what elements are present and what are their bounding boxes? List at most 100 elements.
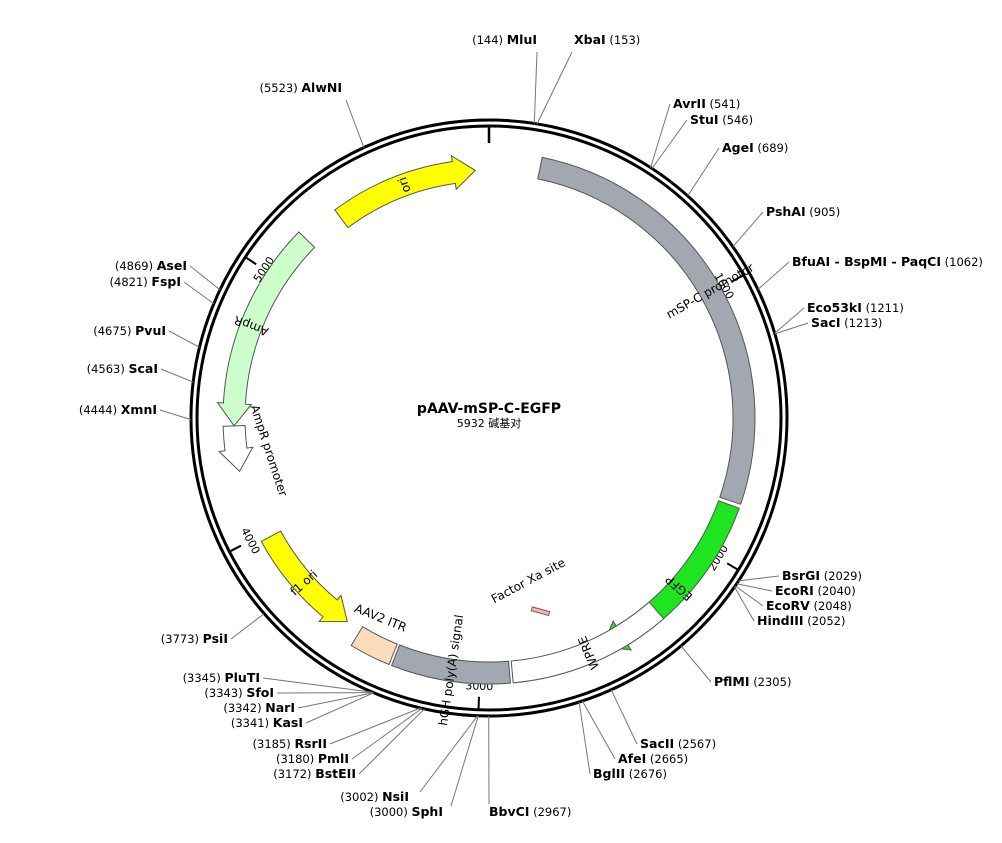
site-bglii[interactable]: BglII (2676) xyxy=(578,702,667,781)
site-name: SacII xyxy=(640,736,674,751)
feature-shape xyxy=(260,530,348,623)
feature-f1-ori: f1 ori xyxy=(260,530,348,623)
site-name: PmlI xyxy=(318,751,349,766)
site-psii[interactable]: (3773) PsiI xyxy=(161,613,265,646)
site-ecorv[interactable]: EcoRV (2048) xyxy=(734,585,852,613)
site-label: (3180) PmlI xyxy=(276,751,349,766)
tick-label: 4000 xyxy=(238,526,262,557)
site-leader-line xyxy=(774,307,805,334)
site-label: (5523) AlwNI xyxy=(259,80,342,95)
site-name: PshAI xyxy=(766,204,806,219)
site-leader-line xyxy=(732,211,764,248)
site-nsii[interactable]: (3002) NsiI xyxy=(340,715,478,804)
site-avrii[interactable]: AvrII (541) xyxy=(650,96,741,168)
site-stui[interactable]: StuI (546) xyxy=(651,112,753,169)
plasmid-size: 5932 碱基对 xyxy=(457,416,522,430)
site-leader-line xyxy=(305,692,374,724)
feature-shape xyxy=(390,644,511,685)
site-leader-line xyxy=(650,103,671,168)
site-position: (3773) xyxy=(161,632,199,646)
feature-shape xyxy=(350,626,398,666)
site-label: StuI (546) xyxy=(690,112,753,127)
site-leader-line xyxy=(160,368,194,383)
site-position: (3342) xyxy=(223,701,261,715)
site-leader-line xyxy=(610,689,638,745)
feature-shape xyxy=(334,154,477,229)
site-bbvci[interactable]: BbvCI (2967) xyxy=(488,715,572,819)
site-position: (144) xyxy=(472,33,503,47)
site-position: (2052) xyxy=(807,614,845,628)
site-xmni[interactable]: (4444) XmnI xyxy=(79,402,192,421)
site-leader-line xyxy=(687,147,720,197)
site-label: (3185) RsrII xyxy=(253,736,327,751)
site-name: PflMI xyxy=(714,674,750,689)
site-pmli[interactable]: (3180) PmlI xyxy=(276,707,423,766)
site-position: (3341) xyxy=(231,716,269,730)
site-leader-line xyxy=(351,707,423,760)
site-alwni[interactable]: (5523) AlwNI xyxy=(259,80,365,148)
site-position: (4675) xyxy=(93,324,131,338)
site-label: (4869) AseI xyxy=(115,258,187,273)
site-name: SphI xyxy=(411,804,443,819)
feature-shape xyxy=(217,424,254,473)
site-name: PsiI xyxy=(203,631,228,646)
site-position: (3172) xyxy=(273,767,311,781)
site-leader-line xyxy=(578,702,591,775)
site-name: AlwNI xyxy=(301,80,342,95)
site-asei[interactable]: (4869) AseI xyxy=(115,258,221,291)
site-kasi[interactable]: (3341) KasI xyxy=(231,692,374,730)
site-position: (3343) xyxy=(204,686,242,700)
site-label: (4675) PvuI xyxy=(93,323,166,338)
site-label: EcoRI (2040) xyxy=(775,583,856,598)
site-name: BglII xyxy=(593,766,625,781)
site-name: BfuAI - BspMI - PaqCI xyxy=(792,254,941,269)
site-fspi[interactable]: (4821) FspI xyxy=(110,274,215,305)
site-mlui[interactable]: (144) MluI xyxy=(472,32,538,124)
site-bsrgi[interactable]: BsrGI (2029) xyxy=(738,568,862,583)
site-position: (3180) xyxy=(276,752,314,766)
site-pshai[interactable]: PshAI (905) xyxy=(732,204,840,248)
site-label: BsrGI (2029) xyxy=(782,568,862,583)
site-saci[interactable]: SacI (1213) xyxy=(774,315,883,335)
site-sacii[interactable]: SacII (2567) xyxy=(610,689,716,751)
site-leader-line xyxy=(358,708,425,775)
site-hindiii[interactable]: HindIII (2052) xyxy=(734,586,846,628)
site-leader-line xyxy=(734,585,764,607)
site-name: XbaI xyxy=(574,32,606,47)
site-label: (3345) PluTI xyxy=(183,670,260,685)
site-label: Eco53kI (1211) xyxy=(807,300,904,315)
site-label: AfeI (2665) xyxy=(618,751,688,766)
site-name: KasI xyxy=(273,715,303,730)
site-leader-line xyxy=(329,707,421,745)
feature-wpre: WPRE xyxy=(510,601,665,684)
site-eco53ki[interactable]: Eco53kI (1211) xyxy=(774,300,904,334)
site-afei[interactable]: AfeI (2665) xyxy=(581,700,688,766)
site-sphi[interactable]: (3000) SphI xyxy=(370,715,479,819)
site-rsrii[interactable]: (3185) RsrII xyxy=(253,707,421,751)
site-name: Eco53kI xyxy=(807,300,862,315)
site-name: NsiI xyxy=(382,789,409,804)
site-pflmi[interactable]: PflMI (2305) xyxy=(680,645,791,689)
site-name: HindIII xyxy=(757,613,804,628)
site-nari[interactable]: (3342) NarI xyxy=(223,692,374,715)
site-leader-line xyxy=(774,322,809,335)
site-pvui[interactable]: (4675) PvuI xyxy=(93,323,200,348)
site-label: BbvCI (2967) xyxy=(489,804,571,819)
feature-shape xyxy=(537,156,756,505)
site-label: SacI (1213) xyxy=(811,315,882,330)
site-position: (905) xyxy=(809,205,840,219)
feature-ori: ori xyxy=(334,154,477,229)
site-bfuai-bspmi-paqci[interactable]: BfuAI - BspMI - PaqCI (1062) xyxy=(757,254,983,290)
site-label: (3342) NarI xyxy=(223,700,295,715)
site-label: (3773) PsiI xyxy=(161,631,228,646)
site-agei[interactable]: AgeI (689) xyxy=(687,140,789,197)
site-pluti[interactable]: (3345) PluTI xyxy=(183,670,373,693)
site-scai[interactable]: (4563) ScaI xyxy=(87,361,194,383)
site-ecori[interactable]: EcoRI (2040) xyxy=(736,583,856,598)
site-bsteii[interactable]: (3172) BstEII xyxy=(273,708,425,781)
site-sfoi[interactable]: (3343) SfoI xyxy=(204,685,374,700)
site-position: (2040) xyxy=(817,584,855,598)
site-xbai[interactable]: XbaI (153) xyxy=(536,32,640,125)
site-leader-line xyxy=(736,583,773,592)
